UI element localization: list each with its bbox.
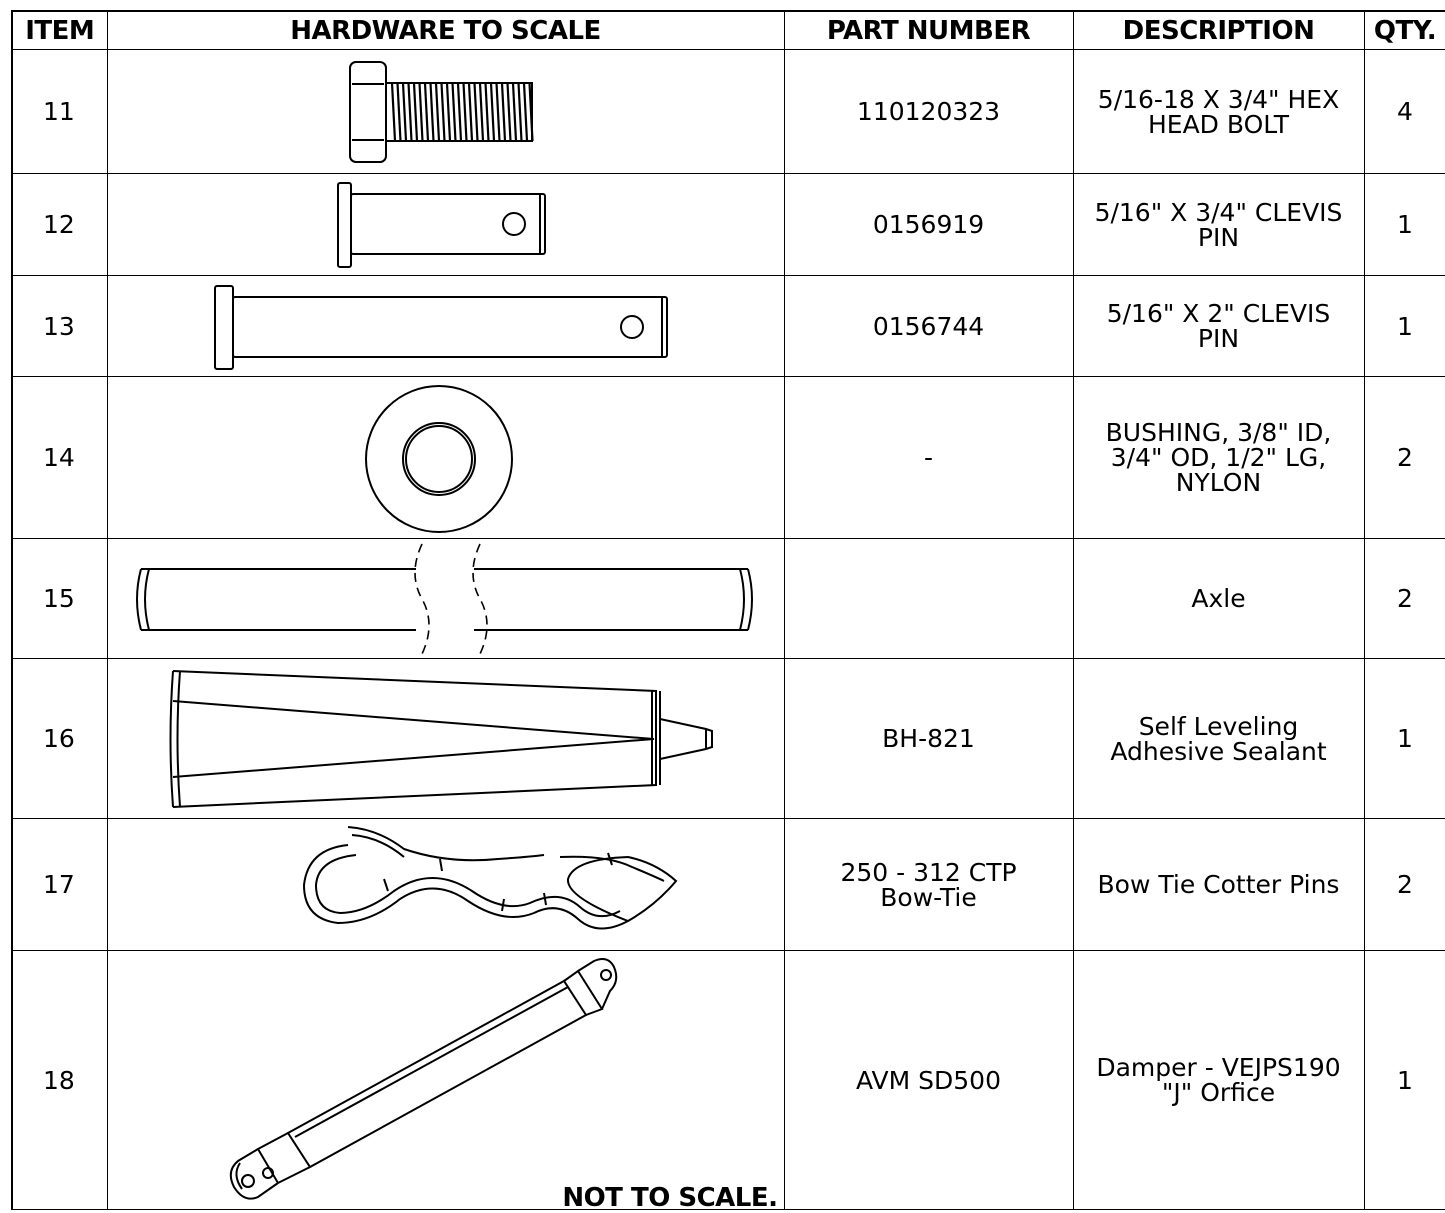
thread-line — [478, 82, 484, 142]
hardware-drawing-cell: NOT TO SCALE. — [107, 950, 785, 1213]
thread-line — [417, 82, 424, 142]
header-description: DESCRIPTION — [1073, 12, 1365, 50]
axle-icon — [135, 543, 753, 655]
thread-line — [412, 82, 418, 142]
table-row: 13 0156744 5/16" X 2" CLEVIS PIN 1 — [13, 275, 1445, 377]
hardware-drawing-cell — [107, 173, 785, 276]
item-number: 16 — [13, 658, 108, 819]
description: BUSHING, 3/8" ID, 3/4" OD, 1/2" LG, NYLO… — [1073, 376, 1365, 539]
item-number: 15 — [13, 538, 108, 659]
table-row: 16 BH-821 Self Le — [13, 658, 1445, 819]
thread-line — [500, 82, 506, 142]
item-number: 12 — [13, 173, 108, 276]
bushing-icon — [364, 385, 513, 533]
thread-line — [472, 82, 479, 142]
hardware-table: ITEM HARDWARE TO SCALE PART NUMBER DESCR… — [13, 12, 1445, 1213]
thread-line — [461, 82, 468, 142]
part-number: BH-821 — [784, 658, 1074, 819]
quantity: 1 — [1364, 275, 1445, 377]
item-number: 14 — [13, 376, 108, 539]
item-number: 11 — [13, 49, 108, 174]
thread-line — [401, 82, 407, 142]
table-row: 15 Axle 2 — [13, 538, 1445, 659]
hardware-drawing-cell — [107, 376, 785, 539]
part-number: 0156919 — [784, 173, 1074, 276]
hardware-drawing-cell — [107, 538, 785, 659]
quantity: 4 — [1364, 49, 1445, 174]
hardware-table-sheet: ITEM HARDWARE TO SCALE PART NUMBER DESCR… — [11, 10, 1445, 1213]
long-clevis-pin-icon — [213, 285, 668, 370]
quantity: 1 — [1364, 658, 1445, 819]
hex-bolt-icon — [348, 61, 534, 163]
part-number: 110120323 — [784, 49, 1074, 174]
part-number: 250 - 312 CTP Bow-Tie — [784, 818, 1074, 951]
short-clevis-pin-icon — [336, 182, 546, 268]
thread-line — [456, 82, 462, 142]
table-row: 17 250 - 3 — [13, 818, 1445, 951]
quantity: 2 — [1364, 538, 1445, 659]
part-number: - — [784, 376, 1074, 539]
thread-line — [467, 82, 473, 142]
thread-line — [450, 82, 457, 142]
part-number: 0156744 — [784, 275, 1074, 377]
hardware-drawing-cell — [107, 818, 785, 951]
thread-line — [423, 82, 429, 142]
thread-line — [489, 82, 495, 142]
sealant-tube-icon — [169, 670, 713, 808]
thread-line — [395, 82, 402, 142]
thread-line — [505, 82, 512, 142]
quantity: 1 — [1364, 173, 1445, 276]
thread-line — [511, 82, 517, 142]
table-row: 12 0156919 5/16" X 3/4" CLEVIS PIN 1 — [13, 173, 1445, 276]
part-number: AVM SD500 — [784, 950, 1074, 1210]
header-qty: QTY. — [1364, 12, 1445, 50]
thread-line — [445, 82, 451, 142]
damper-icon — [229, 958, 617, 1200]
quantity: 2 — [1364, 376, 1445, 539]
thread-line — [516, 82, 523, 142]
hardware-drawing-cell — [107, 658, 785, 819]
thread-line — [428, 82, 435, 142]
description: Damper - VEJPS190 "J" Orfice — [1073, 950, 1365, 1210]
thread-line — [483, 82, 490, 142]
header-row: ITEM HARDWARE TO SCALE PART NUMBER DESCR… — [13, 12, 1445, 50]
description: 5/16" X 3/4" CLEVIS PIN — [1073, 173, 1365, 276]
header-item: ITEM — [13, 12, 108, 50]
thread-line — [434, 82, 440, 142]
table-row: 11 110120323 5/16-18 X 3/4" HEX HEAD BOL… — [13, 49, 1445, 174]
quantity: 1 — [1364, 950, 1445, 1210]
thread-line — [494, 82, 501, 142]
table-row: 14 - BUSHING, 3/8" ID, 3/4" OD, 1/2" LG,… — [13, 376, 1445, 539]
description: Self Leveling Adhesive Sealant — [1073, 658, 1365, 819]
description: Axle — [1073, 538, 1365, 659]
description: Bow Tie Cotter Pins — [1073, 818, 1365, 951]
description: 5/16" X 2" CLEVIS PIN — [1073, 275, 1365, 377]
part-number — [784, 538, 1074, 659]
item-number: 18 — [13, 950, 108, 1210]
hardware-drawing-cell — [107, 275, 785, 377]
header-part-number: PART NUMBER — [784, 12, 1074, 50]
thread-line — [527, 82, 534, 142]
quantity: 2 — [1364, 818, 1445, 951]
table-row: 18 NOT TO SCALE — [13, 950, 1445, 1213]
thread-line — [522, 82, 528, 142]
not-to-scale-note: NOT TO SCALE. — [562, 1183, 778, 1213]
header-hardware: HARDWARE TO SCALE — [107, 12, 785, 50]
item-number: 13 — [13, 275, 108, 377]
hardware-drawing-cell — [107, 49, 785, 174]
thread-line — [390, 82, 396, 142]
bow-tie-cotter-pin-icon — [302, 826, 677, 930]
description: 5/16-18 X 3/4" HEX HEAD BOLT — [1073, 49, 1365, 174]
thread-line — [439, 82, 446, 142]
item-number: 17 — [13, 818, 108, 951]
thread-line — [406, 82, 413, 142]
